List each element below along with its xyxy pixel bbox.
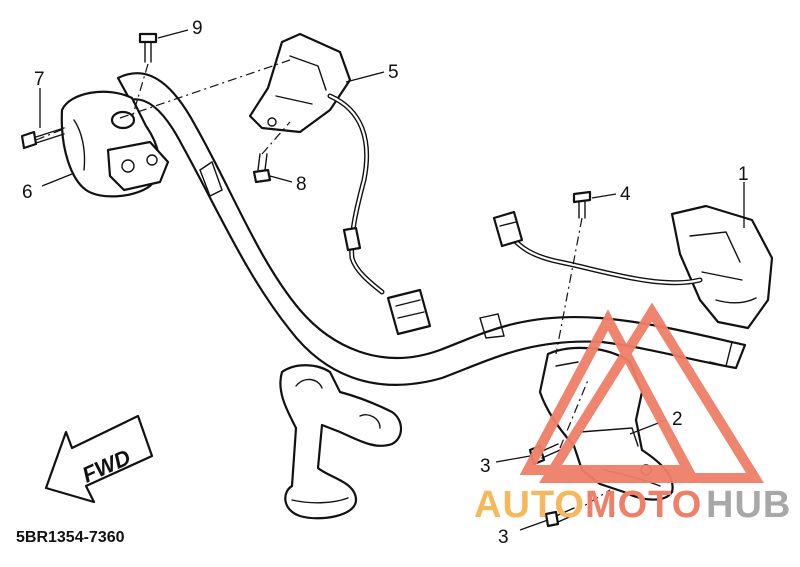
forward-direction-arrow: FWD: [44, 414, 154, 504]
callout-3-lower: 3: [498, 527, 509, 548]
callout-1: 1: [738, 164, 749, 185]
leader-lines: [39, 29, 745, 531]
screw-part-7: [20, 127, 65, 150]
watermark-auto-text: AUTOMOTO: [474, 484, 702, 526]
callout-7: 7: [34, 69, 45, 90]
callout-8: 8: [296, 174, 307, 195]
watermark-logo: [519, 302, 764, 483]
screw-part-4: [572, 190, 592, 219]
watermark-hub-text: HUB: [706, 484, 791, 526]
callout-6: 6: [22, 182, 33, 203]
handlebar: [116, 72, 747, 520]
left-switch-part-6: [60, 90, 170, 198]
screw-part-9: [138, 32, 158, 63]
callout-9: 9: [192, 18, 203, 39]
alignment-lines: [35, 59, 611, 513]
callout-5: 5: [388, 62, 399, 83]
screw-part-3-lower: [544, 507, 577, 528]
right-switch-part-1: [492, 204, 774, 330]
drawing-code: 5BR1354-7360: [16, 529, 125, 546]
screw-part-8: [252, 153, 272, 184]
callout-4: 4: [620, 184, 631, 205]
callout-2: 2: [672, 409, 683, 430]
callout-3-upper: 3: [480, 456, 491, 477]
switch-part-5: [248, 32, 432, 336]
